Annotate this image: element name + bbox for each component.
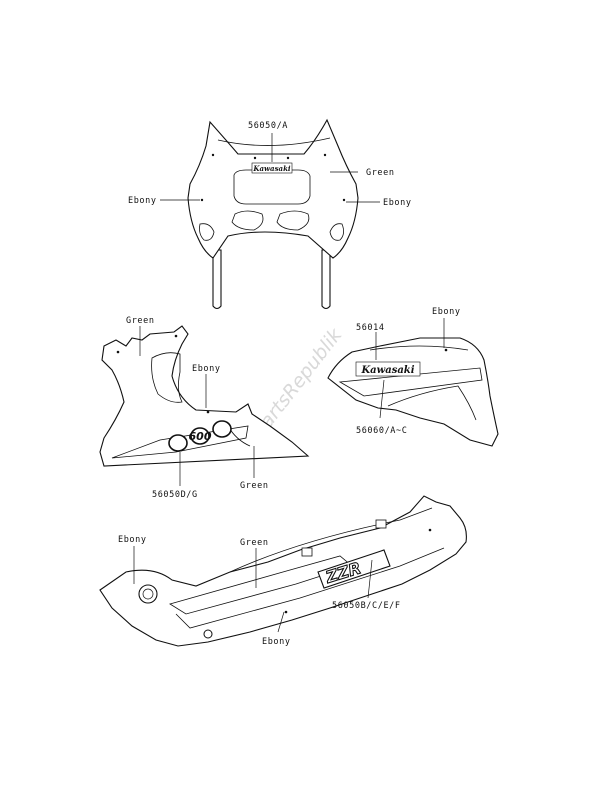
fastener bbox=[206, 410, 210, 414]
lower-side-panel: 600 Green Ebony Green 56050D/G bbox=[99, 316, 310, 500]
label-ebony: Ebony bbox=[192, 364, 221, 374]
fastener bbox=[444, 348, 448, 352]
decal-digit bbox=[212, 420, 232, 438]
side-panel-fold bbox=[387, 385, 477, 421]
right-mirror-stalk bbox=[321, 249, 331, 310]
fastener bbox=[174, 334, 178, 338]
side-panel-stripe bbox=[338, 367, 483, 397]
leader-line bbox=[367, 559, 373, 599]
belly-pan-shell bbox=[99, 495, 467, 647]
belly-bolt-hole bbox=[203, 629, 213, 639]
fairing-logo-decal bbox=[251, 162, 293, 174]
label-ebony: Ebony bbox=[118, 535, 147, 545]
decal-digit bbox=[168, 434, 188, 452]
fastener bbox=[323, 153, 327, 157]
fairing-shell bbox=[187, 118, 359, 259]
fastener bbox=[286, 156, 290, 160]
fastener bbox=[284, 610, 288, 614]
label-green: Green bbox=[240, 481, 269, 491]
center-panel bbox=[233, 169, 311, 205]
fastener bbox=[116, 350, 120, 354]
belly-tab bbox=[375, 519, 387, 529]
fairing-logo-text: Kawasaki bbox=[252, 164, 291, 173]
left-mirror-stalk bbox=[212, 249, 222, 310]
label-56050d-g: 56050D/G bbox=[152, 490, 198, 500]
leader-line bbox=[379, 379, 385, 419]
belly-pan: ZZR Ebony Green 56050B/C/E/F Ebony bbox=[99, 495, 467, 647]
left-headlight bbox=[231, 210, 264, 231]
side-panel-shell bbox=[327, 337, 499, 447]
fastener bbox=[253, 156, 257, 160]
right-headlight bbox=[276, 210, 310, 231]
side-logo-decal bbox=[355, 361, 421, 377]
lower-panel-cutout bbox=[151, 352, 183, 403]
belly-tab bbox=[301, 547, 313, 557]
upper-side-panel: Kawasaki Ebony 56014 56060/A~C bbox=[327, 307, 499, 447]
label-56050-a: 56050/A bbox=[248, 121, 288, 131]
label-ebony: Ebony bbox=[432, 307, 461, 317]
front-fairing: Kawasaki 56050/A Green Ebony Ebony bbox=[128, 118, 412, 310]
fastener bbox=[428, 528, 432, 532]
left-vent bbox=[199, 223, 215, 241]
leader-line bbox=[277, 611, 285, 633]
label-56014: 56014 bbox=[356, 323, 385, 333]
lower-panel-stripe bbox=[111, 425, 249, 459]
fastener bbox=[211, 153, 215, 157]
belly-round-hole bbox=[138, 584, 158, 604]
label-green: Green bbox=[240, 538, 269, 548]
label-green: Green bbox=[126, 316, 155, 326]
label-56060-a-c: 56060/A~C bbox=[356, 426, 407, 436]
decal-digit bbox=[190, 427, 210, 445]
belly-round-hole-inner bbox=[142, 588, 154, 600]
label-ebony: Ebony bbox=[262, 637, 291, 647]
label-ebony: Ebony bbox=[383, 198, 412, 208]
side-logo-text: Kawasaki bbox=[360, 365, 414, 376]
fastener bbox=[200, 198, 204, 202]
label-ebony: Ebony bbox=[128, 196, 157, 206]
belly-top-edge bbox=[229, 507, 433, 573]
label-56050b-c-e-f: 56050B/C/E/F bbox=[332, 601, 401, 611]
right-vent bbox=[329, 223, 344, 241]
label-green: Green bbox=[366, 168, 395, 178]
zzr-decal bbox=[317, 549, 391, 589]
side-panel-ridge bbox=[369, 345, 469, 351]
decal-600-text: 600 bbox=[189, 430, 212, 443]
belly-lower-line bbox=[175, 547, 445, 629]
fastener bbox=[342, 198, 346, 202]
